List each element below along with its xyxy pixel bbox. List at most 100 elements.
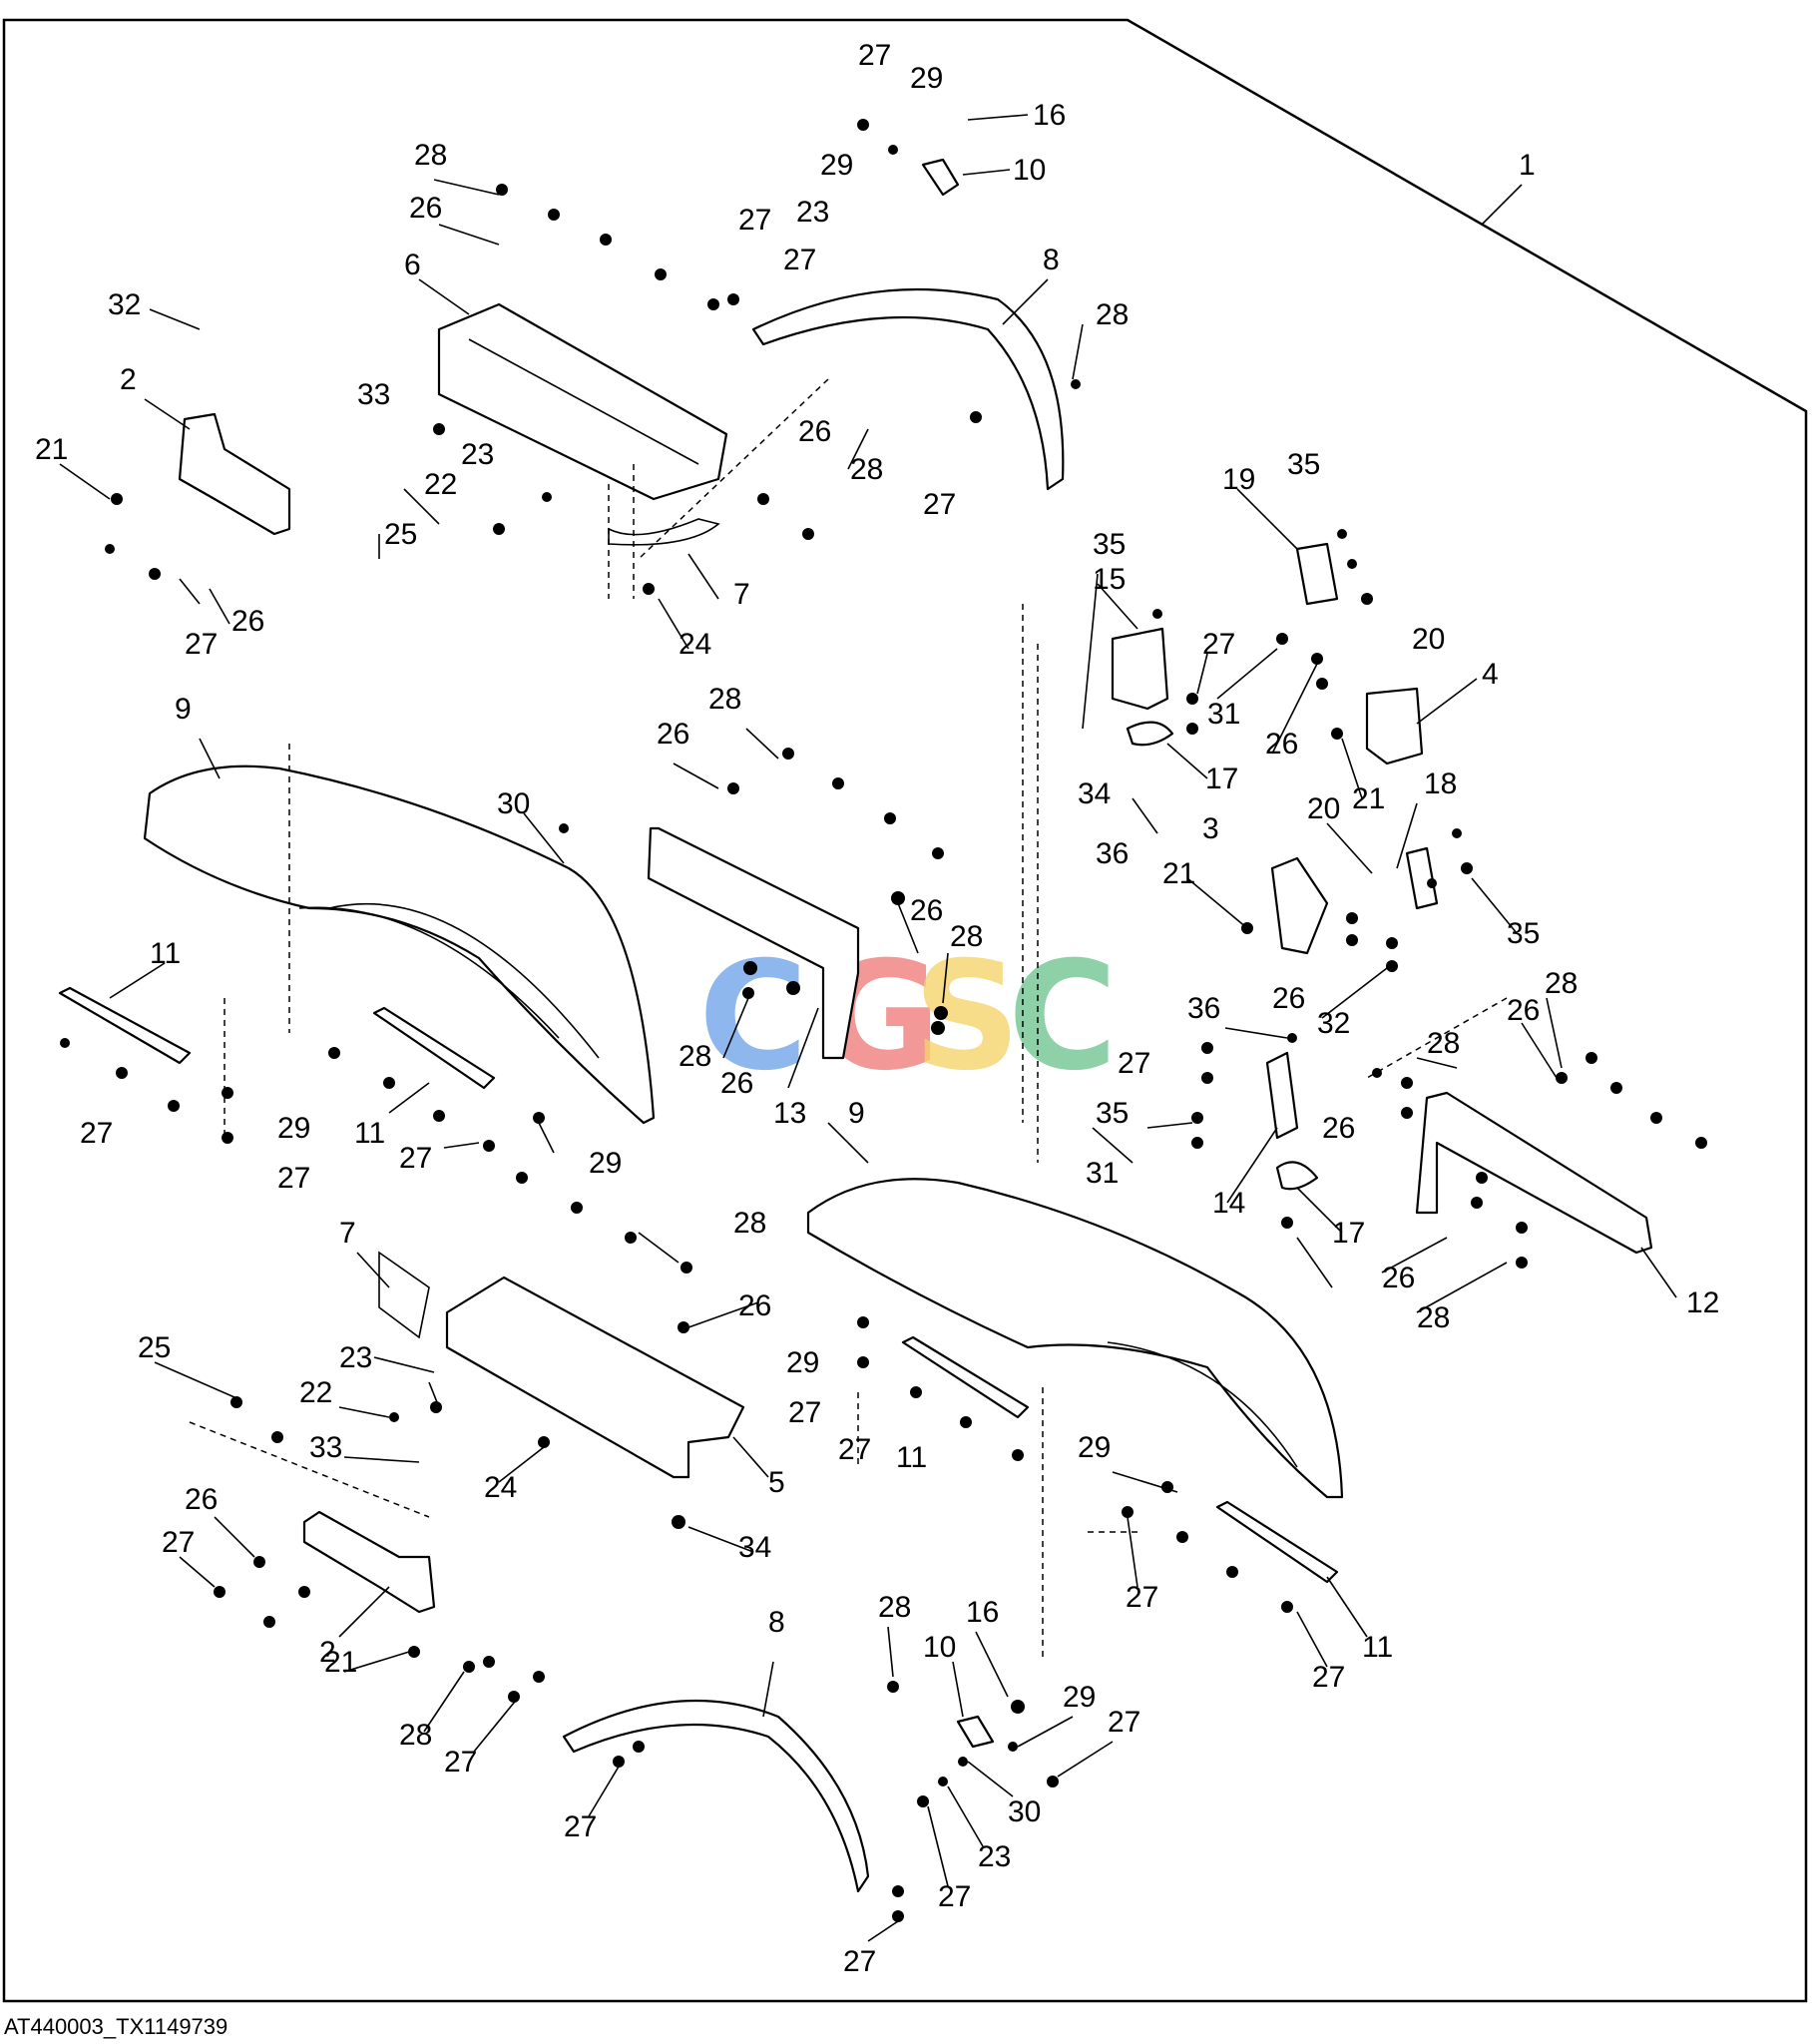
- callout: 28: [878, 1591, 911, 1624]
- callout: 27: [399, 1142, 432, 1175]
- callout: 27: [1202, 628, 1235, 661]
- bracket-18: [1405, 846, 1439, 910]
- callout: 23: [339, 1341, 372, 1374]
- callout: 10: [923, 1631, 956, 1664]
- callout: 28: [1417, 1301, 1450, 1334]
- callout: 26: [185, 1483, 218, 1516]
- mounting-plate-upper: [178, 412, 291, 536]
- bracket-15: [1111, 627, 1169, 711]
- callout: 14: [1212, 1187, 1245, 1220]
- callout: 31: [1207, 698, 1240, 731]
- callout: 27: [80, 1117, 113, 1150]
- callout: 18: [1424, 767, 1457, 800]
- step-17-lower: [1275, 1161, 1319, 1191]
- callout: 26: [798, 415, 831, 448]
- callout: 8: [768, 1606, 785, 1639]
- fender-right: [806, 1178, 1344, 1499]
- bracket-14: [1265, 1051, 1299, 1140]
- callout: 27: [1126, 1581, 1158, 1614]
- callout: 26: [1272, 982, 1305, 1015]
- callout: 21: [1162, 857, 1195, 890]
- callout: 22: [424, 468, 457, 501]
- callout: 9: [175, 693, 192, 726]
- callout: 10: [1013, 154, 1046, 187]
- callout: 4: [1482, 658, 1499, 691]
- support-bracket-lower: [445, 1276, 745, 1479]
- callout: 26: [1507, 994, 1540, 1027]
- callout: 28: [733, 1207, 766, 1240]
- callout: 28: [850, 453, 883, 486]
- callout: 9: [848, 1097, 865, 1130]
- callout: 29: [1063, 1681, 1096, 1714]
- callout: 27: [858, 39, 891, 72]
- callout: 13: [773, 1097, 806, 1130]
- callout: 26: [1322, 1112, 1355, 1145]
- callout: 21: [1352, 782, 1385, 815]
- callout: 26: [720, 1067, 753, 1100]
- alignment-lines: [189, 378, 1508, 1662]
- callout: 11: [896, 1441, 927, 1474]
- strap-plate-11b: [372, 1006, 496, 1090]
- callout: 27: [277, 1162, 310, 1195]
- watermark-letter-3: S: [913, 930, 1021, 1104]
- callout: 27: [162, 1526, 195, 1559]
- hardware-fasteners: [60, 119, 1707, 1922]
- callout: 28: [708, 683, 741, 716]
- callout: 26: [910, 894, 943, 927]
- watermark-letter-4: C: [1008, 930, 1118, 1104]
- callout: 34: [738, 1531, 771, 1564]
- callout: 20: [1412, 623, 1445, 656]
- callout: 27: [923, 488, 956, 521]
- callout: 21: [35, 433, 68, 466]
- step-17-upper: [1126, 721, 1174, 747]
- callout: 22: [299, 1376, 332, 1409]
- bracket-19: [1295, 542, 1339, 606]
- callout: 23: [796, 196, 829, 229]
- callout: 34: [1078, 777, 1111, 810]
- callout: 27: [788, 1396, 821, 1429]
- callout: 24: [679, 628, 711, 661]
- callout: 29: [786, 1346, 819, 1379]
- figure-reference: AT440003_TX1149739: [4, 2014, 228, 2039]
- callout: 29: [820, 149, 853, 182]
- callout: 28: [1427, 1027, 1460, 1060]
- callout: 11: [354, 1117, 385, 1150]
- callout: 27: [1118, 1047, 1150, 1080]
- fender-arm-upper: [751, 287, 1065, 491]
- callout: 27: [564, 1810, 597, 1843]
- fender-arm-lower: [562, 1699, 870, 1893]
- callout: 35: [1096, 1097, 1129, 1130]
- callout: 26: [738, 1289, 771, 1322]
- callout: 33: [309, 1431, 342, 1464]
- callout: 27: [1312, 1661, 1345, 1694]
- callout: 5: [768, 1466, 785, 1499]
- callout: 26: [657, 718, 689, 751]
- callout: 35: [1287, 448, 1320, 481]
- mounting-plate-lower: [302, 1510, 436, 1614]
- clip-upper: [921, 158, 960, 197]
- callout: 28: [1096, 298, 1129, 331]
- callout: 7: [339, 1217, 356, 1250]
- callout: 36: [1096, 837, 1129, 870]
- callout: 16: [1033, 99, 1066, 132]
- strap-plate-11a: [58, 986, 192, 1065]
- callout: 21: [324, 1646, 357, 1679]
- callout: 17: [1205, 763, 1238, 795]
- callout: 28: [399, 1719, 432, 1752]
- callout: 27: [843, 1945, 876, 1978]
- callout: 24: [484, 1471, 517, 1504]
- callout: 27: [838, 1433, 871, 1466]
- clip-lower: [956, 1715, 995, 1749]
- callout: 20: [1307, 792, 1340, 825]
- callout: 27: [185, 628, 218, 661]
- callout: 2: [319, 1636, 336, 1669]
- callout: 29: [277, 1112, 310, 1145]
- callout: 32: [108, 288, 141, 321]
- callout: 6: [404, 249, 421, 281]
- callout: 23: [461, 438, 494, 471]
- watermark-letter-1: C: [698, 930, 808, 1104]
- callout: 26: [231, 605, 264, 638]
- frame-bracket-12: [1415, 1091, 1653, 1255]
- callout: 26: [409, 192, 442, 225]
